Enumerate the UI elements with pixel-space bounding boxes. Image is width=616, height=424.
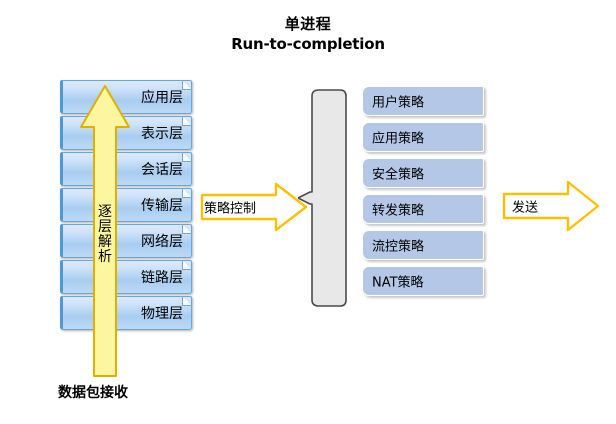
- osi-layer-box-presentation[interactable]: 表示层: [60, 116, 192, 150]
- up-arrow: 逐 层 解 析: [78, 83, 132, 379]
- policy-box-nat[interactable]: NAT策略: [362, 266, 484, 296]
- policy-label: 转发策略: [372, 203, 425, 219]
- up-arrow-icon: [80, 85, 130, 377]
- diagram-title: 单进程 Run-to-completion: [0, 14, 616, 55]
- osi-layer-box-physical[interactable]: 物理层: [60, 296, 192, 330]
- policy-box-application[interactable]: 应用策略: [362, 122, 484, 152]
- policy-group-brace: [297, 88, 348, 308]
- up-arrow-label: 逐 层 解 析: [78, 204, 132, 266]
- title-line-chinese: 单进程: [284, 15, 332, 33]
- right-arrow-icon: [502, 180, 600, 232]
- packet-receive-caption: 数据包接收: [58, 385, 128, 401]
- policy-label: NAT策略: [372, 275, 424, 291]
- policy-box-flow-control[interactable]: 流控策略: [362, 230, 484, 260]
- osi-layer-box-datalink[interactable]: 链路层: [60, 260, 192, 294]
- up-arrow-label-char-1: 逐: [98, 204, 112, 220]
- osi-layer-box-transport[interactable]: 传输层: [60, 188, 192, 222]
- policy-control-arrow[interactable]: 策略控制: [200, 182, 308, 232]
- policy-label: 应用策略: [372, 131, 425, 147]
- policy-list: 用户策略 应用策略 安全策略 转发策略 流控策略 NAT策略: [362, 86, 484, 302]
- send-label: 发送: [512, 200, 539, 216]
- policy-label: 流控策略: [372, 239, 425, 255]
- osi-layer-box-application[interactable]: 应用层: [60, 80, 192, 114]
- brace-icon: [297, 89, 347, 307]
- send-arrow[interactable]: 发送: [502, 180, 600, 232]
- osi-layer-label: 应用层: [141, 90, 183, 106]
- osi-layer-label: 物理层: [141, 306, 183, 322]
- policy-box-user[interactable]: 用户策略: [362, 86, 484, 116]
- up-arrow-label-char-2: 层: [98, 219, 112, 236]
- policy-label: 用户策略: [372, 95, 425, 111]
- osi-layer-label: 会话层: [141, 162, 183, 178]
- right-arrow-icon: [200, 182, 308, 232]
- osi-layer-stack: 应用层 表示层 会话层 传输层 网络层 链路层 物理层: [60, 80, 192, 332]
- osi-layer-label: 网络层: [141, 234, 183, 250]
- policy-box-security[interactable]: 安全策略: [362, 158, 484, 188]
- up-arrow-label-char-3: 解: [98, 234, 112, 251]
- osi-layer-label: 表示层: [141, 126, 183, 142]
- osi-layer-box-network[interactable]: 网络层: [60, 224, 192, 258]
- title-line-english: Run-to-completion: [231, 35, 385, 54]
- osi-layer-label: 传输层: [141, 198, 183, 214]
- policy-box-forwarding[interactable]: 转发策略: [362, 194, 484, 224]
- up-arrow-label-char-4: 析: [98, 249, 112, 266]
- osi-layer-box-session[interactable]: 会话层: [60, 152, 192, 186]
- policy-label: 安全策略: [372, 167, 425, 183]
- policy-control-label: 策略控制: [204, 201, 257, 217]
- osi-layer-label: 链路层: [141, 270, 183, 286]
